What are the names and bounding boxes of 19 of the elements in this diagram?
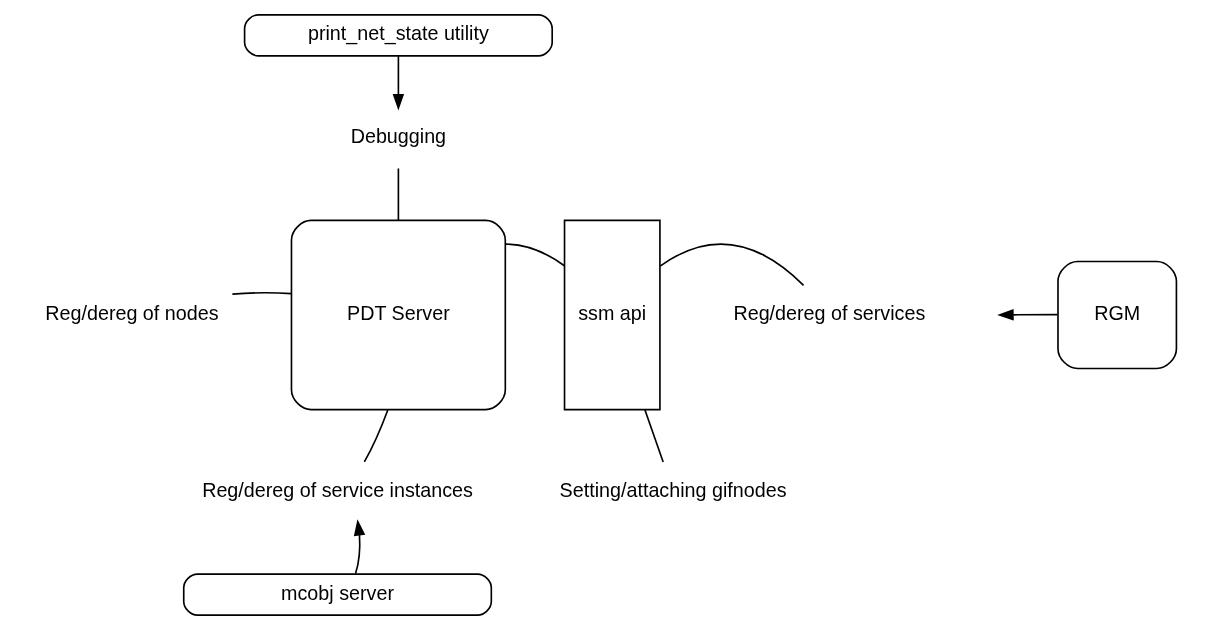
node-text: Reg/dereg of nodes (44, 302, 219, 325)
arrow (996, 309, 1058, 321)
connector (363, 409, 389, 463)
node-box: mcobj server (182, 573, 492, 616)
arrow (353, 519, 365, 575)
node-text: Reg/dereg of service instances (201, 478, 473, 501)
connector (397, 167, 399, 221)
node-box: RGM (1056, 260, 1177, 370)
connector (231, 292, 292, 295)
connector (643, 409, 664, 463)
connector (504, 243, 565, 267)
arrow (392, 55, 404, 111)
node-text: Debugging (350, 125, 446, 148)
node-text: Setting/attaching gifnodes (559, 478, 787, 501)
node-box: ssm api (563, 219, 661, 411)
node-box: PDT Server (290, 219, 506, 411)
node-box: print_net_state utility (243, 14, 553, 57)
node-text: Reg/dereg of services (732, 302, 925, 325)
connector (658, 243, 804, 287)
